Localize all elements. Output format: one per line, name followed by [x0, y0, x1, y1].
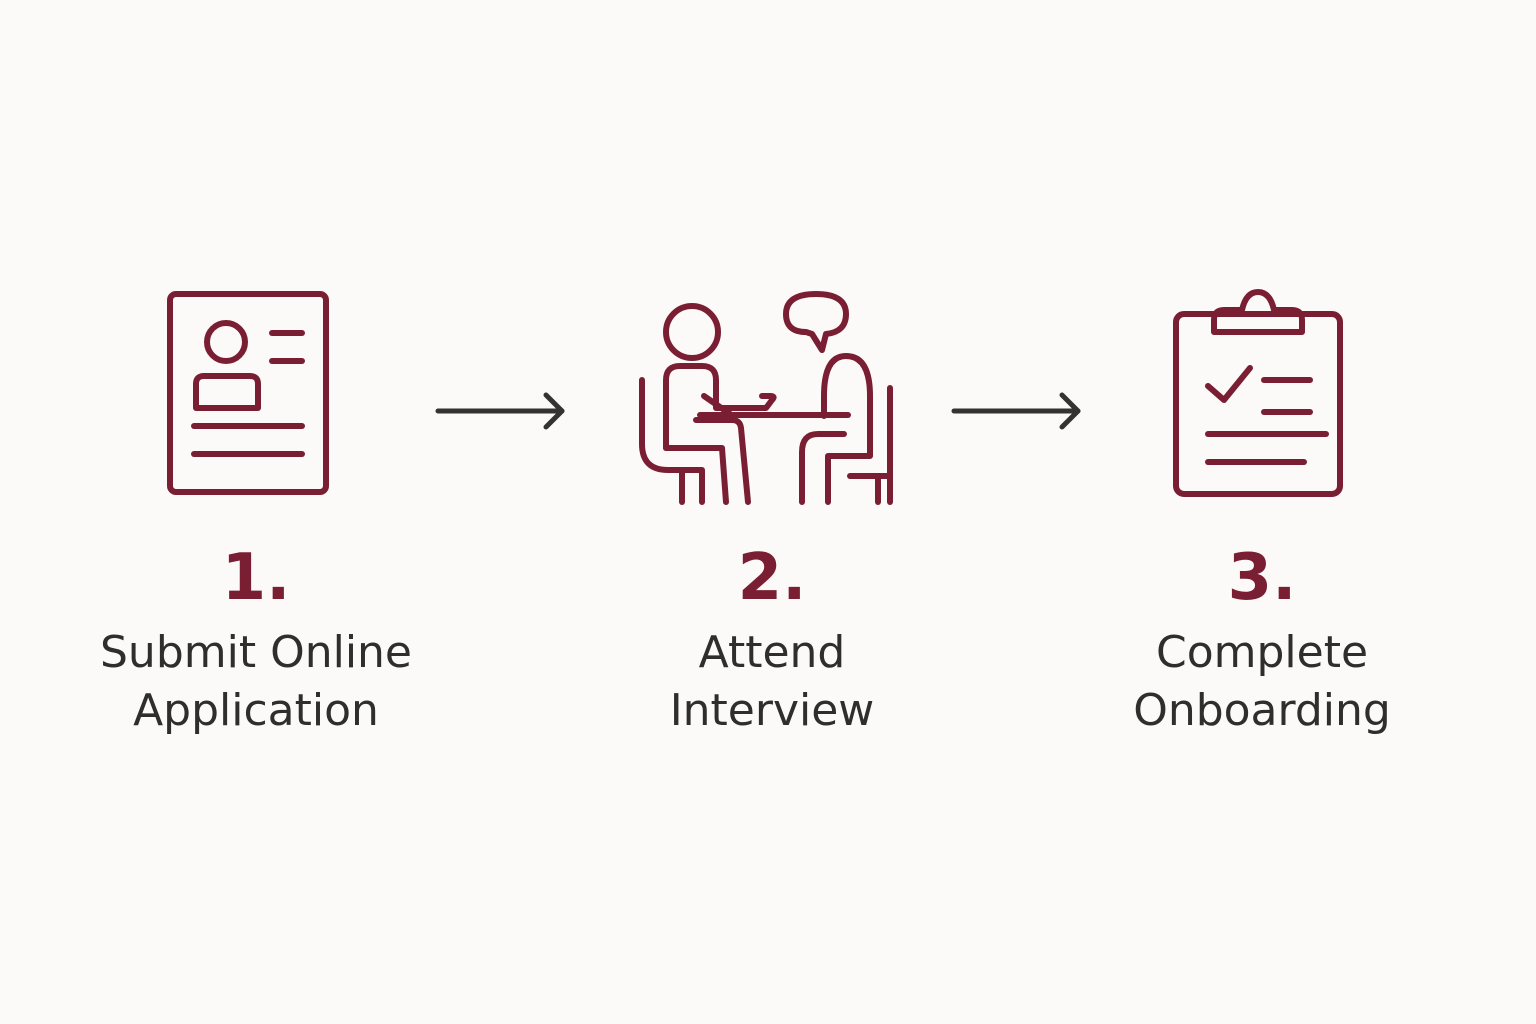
- step-label: Attend Interview: [669, 627, 875, 736]
- interview-icon: [639, 291, 893, 505]
- step-3: 3. Complete Onboarding: [1082, 542, 1442, 740]
- arrow-right-icon: [435, 392, 565, 430]
- step-2: 2. Attend Interview: [592, 542, 952, 740]
- step-label: Submit Online Application: [100, 627, 412, 736]
- checklist-clipboard-icon: [1173, 289, 1343, 497]
- step-number: 3.: [1227, 541, 1297, 615]
- application-document-icon: [167, 291, 329, 495]
- step-number: 1.: [221, 541, 291, 615]
- step-1: 1. Submit Online Application: [76, 542, 436, 740]
- step-label: Complete Onboarding: [1133, 627, 1391, 736]
- arrow-right-icon: [951, 392, 1081, 430]
- step-number: 2.: [737, 541, 807, 615]
